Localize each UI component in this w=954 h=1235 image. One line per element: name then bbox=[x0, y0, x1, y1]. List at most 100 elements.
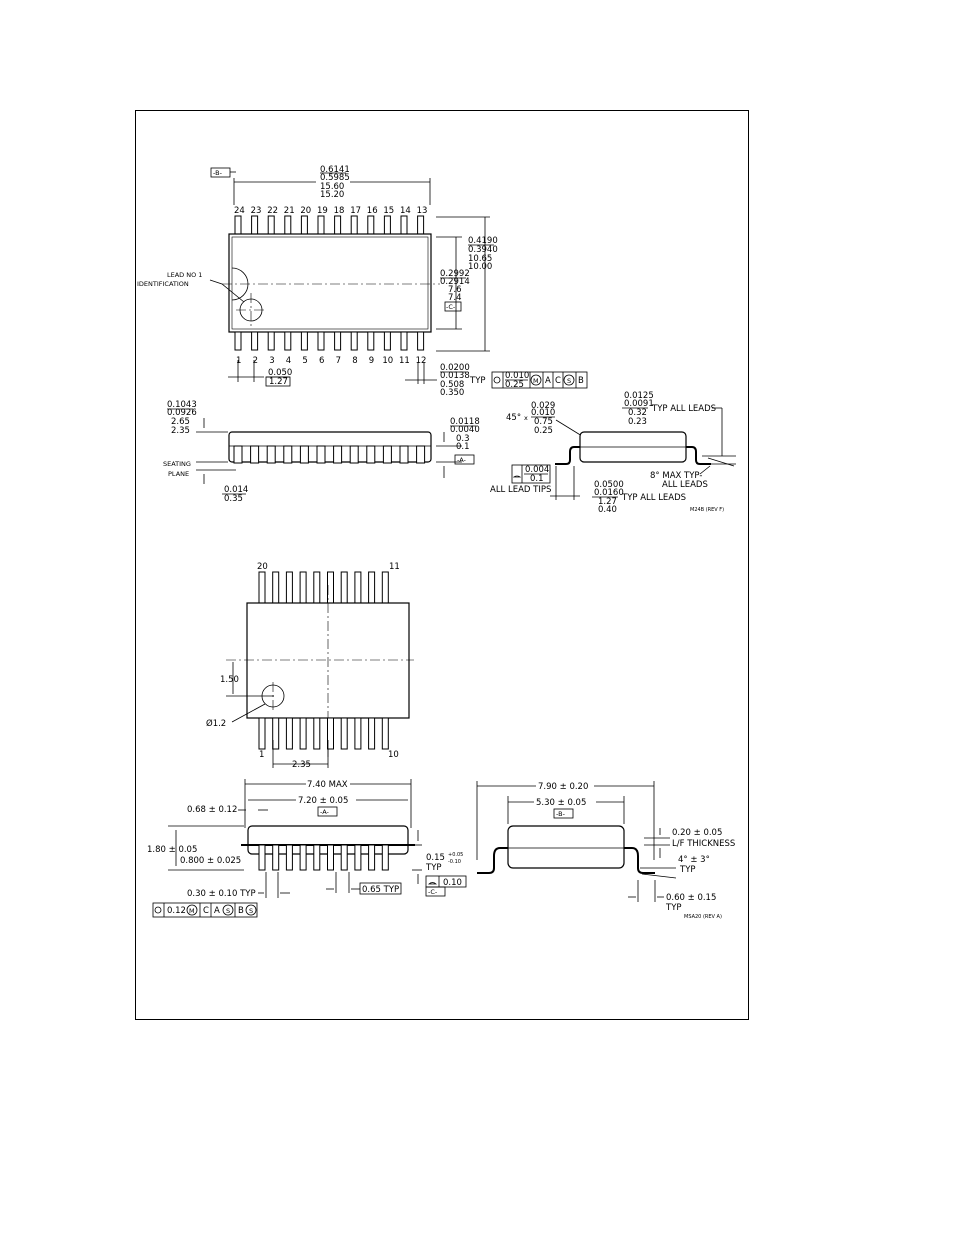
foot-typ: TYP ALL LEADS bbox=[621, 493, 686, 503]
ssop20-end-view: 7.90 ± 0.20 5.30 ± 0.05 -B- 0.20 ± 0.05 … bbox=[476, 781, 735, 920]
side-lead bbox=[272, 844, 280, 871]
height-dim-1: 0.1043 bbox=[167, 400, 197, 410]
side-lead bbox=[382, 445, 392, 464]
chamfer-dim-3: 0.75 bbox=[534, 417, 553, 427]
coplanarity-dim-2: 0.1 bbox=[530, 474, 544, 484]
lead bbox=[334, 331, 342, 351]
side-lead bbox=[250, 445, 260, 464]
lead bbox=[251, 215, 259, 235]
width-dim-4: 10.00 bbox=[468, 262, 492, 272]
foot-dim-2: 0.0160 bbox=[594, 488, 624, 498]
foot-dim-1: 0.0500 bbox=[594, 480, 624, 490]
lead bbox=[368, 571, 376, 604]
tol-frame-2: 0.25 bbox=[505, 380, 524, 390]
dim-720: 7.20 ± 0.05 bbox=[298, 796, 348, 806]
tol-frame-4: A bbox=[545, 376, 551, 386]
lead bbox=[284, 215, 292, 235]
bottom-pin-number: 2 bbox=[253, 356, 258, 366]
lead bbox=[267, 215, 275, 235]
lead-angle2-line2: TYP bbox=[679, 865, 696, 875]
lead bbox=[300, 215, 308, 235]
dim-150: 1.50 bbox=[220, 675, 239, 685]
lead-no1-label-line1: LEAD NO 1 bbox=[167, 271, 202, 279]
lead bbox=[285, 717, 293, 750]
top-pin-number: 22 bbox=[267, 206, 278, 216]
bottom-pin-number: 12 bbox=[416, 356, 427, 366]
lead bbox=[417, 215, 425, 235]
lead-width-dim-2: 0.0138 bbox=[440, 371, 470, 381]
thickness-dim-4: 0.23 bbox=[628, 417, 647, 427]
tol-frame-3: M bbox=[533, 377, 539, 385]
dim-0800: 0.800 ± 0.025 bbox=[180, 856, 241, 866]
bottom-pin-number: 5 bbox=[302, 356, 307, 366]
pin-20-label: 20 bbox=[257, 562, 268, 572]
lead bbox=[313, 571, 321, 604]
standoff-dim-3: 0.3 bbox=[456, 434, 470, 444]
chamfer-prefix: 45° bbox=[506, 413, 521, 423]
soic24-side-view: 0.1043 0.0926 2.65 2.35 SEATING PLANE 0.… bbox=[163, 400, 480, 504]
side-lead bbox=[258, 844, 266, 871]
width-dim-2: 0.3940 bbox=[468, 245, 498, 255]
tol2-a: A bbox=[214, 906, 220, 916]
tol2-value: 0.12 bbox=[167, 906, 186, 916]
top-pin-number: 23 bbox=[251, 206, 262, 216]
top-pin-number: 15 bbox=[383, 206, 394, 216]
lead bbox=[383, 215, 391, 235]
bottom-pin-number: 11 bbox=[399, 356, 410, 366]
lead bbox=[234, 215, 242, 235]
lead bbox=[300, 331, 308, 351]
tol-frame-7: B bbox=[578, 376, 584, 386]
bottom-pin-number: 10 bbox=[382, 356, 393, 366]
side-lead bbox=[266, 445, 276, 464]
height-dim-3: 2.65 bbox=[171, 417, 190, 427]
coplanarity-dim-1: 0.004 bbox=[525, 465, 549, 475]
thickness-typ: TYP ALL LEADS bbox=[651, 404, 716, 414]
lead bbox=[354, 717, 362, 750]
pin-10-label: 10 bbox=[388, 750, 399, 760]
tol-frame-5: C bbox=[555, 376, 561, 386]
flatness-frame bbox=[425, 875, 467, 888]
standoff-dim-1: 0.0118 bbox=[450, 417, 480, 427]
bottom-pin-number: 9 bbox=[369, 356, 374, 366]
lead bbox=[400, 215, 408, 235]
tol2-s2: S bbox=[249, 907, 253, 915]
dim-015-tol-minus: -0.10 bbox=[448, 859, 461, 865]
lead bbox=[367, 331, 375, 351]
dim-530: 5.30 ± 0.05 bbox=[536, 798, 586, 808]
lead-width-dim-1: 0.0200 bbox=[440, 363, 470, 373]
lf-thickness-line2: L/F THICKNESS bbox=[672, 839, 735, 849]
drawing2-id: MSA20 (REV A) bbox=[684, 914, 722, 920]
body-dim-3: 7.6 bbox=[448, 285, 462, 295]
top-pin-number: 13 bbox=[417, 206, 428, 216]
lead bbox=[299, 717, 307, 750]
profile-icon bbox=[512, 475, 522, 478]
seating-label-line2: PLANE bbox=[168, 470, 189, 478]
lead bbox=[251, 331, 259, 351]
coplanarity-frame bbox=[511, 464, 551, 484]
chamfer-dim-1: 0.029 bbox=[531, 401, 555, 411]
lead bbox=[317, 215, 325, 235]
bottom-pin-number: 3 bbox=[269, 356, 274, 366]
lead bbox=[258, 717, 266, 750]
dim-068: 0.68 ± 0.12 bbox=[187, 805, 237, 815]
lead bbox=[313, 717, 321, 750]
datum-c-label-2: -C- bbox=[428, 888, 438, 896]
lead bbox=[299, 571, 307, 604]
lead bbox=[272, 717, 280, 750]
side-lead bbox=[340, 844, 348, 871]
lf-thickness-line1: 0.20 ± 0.05 bbox=[672, 828, 722, 838]
lead bbox=[417, 331, 425, 351]
side-lead bbox=[368, 844, 376, 871]
bottom-pin-number: 6 bbox=[319, 356, 324, 366]
dim-180: 1.80 ± 0.05 bbox=[147, 845, 197, 855]
top-pin-number: 18 bbox=[334, 206, 345, 216]
top-pin-number: 19 bbox=[317, 206, 328, 216]
side-lead bbox=[381, 844, 389, 871]
lead bbox=[327, 571, 334, 604]
tol-frame-6: S bbox=[567, 377, 571, 385]
length-dim-4: 15.20 bbox=[320, 190, 344, 200]
tol-frame-1: 0.010 bbox=[505, 371, 529, 381]
dim-015-tol-plus: +0.05 bbox=[448, 852, 463, 858]
bottom-pin-number: 8 bbox=[352, 356, 357, 366]
